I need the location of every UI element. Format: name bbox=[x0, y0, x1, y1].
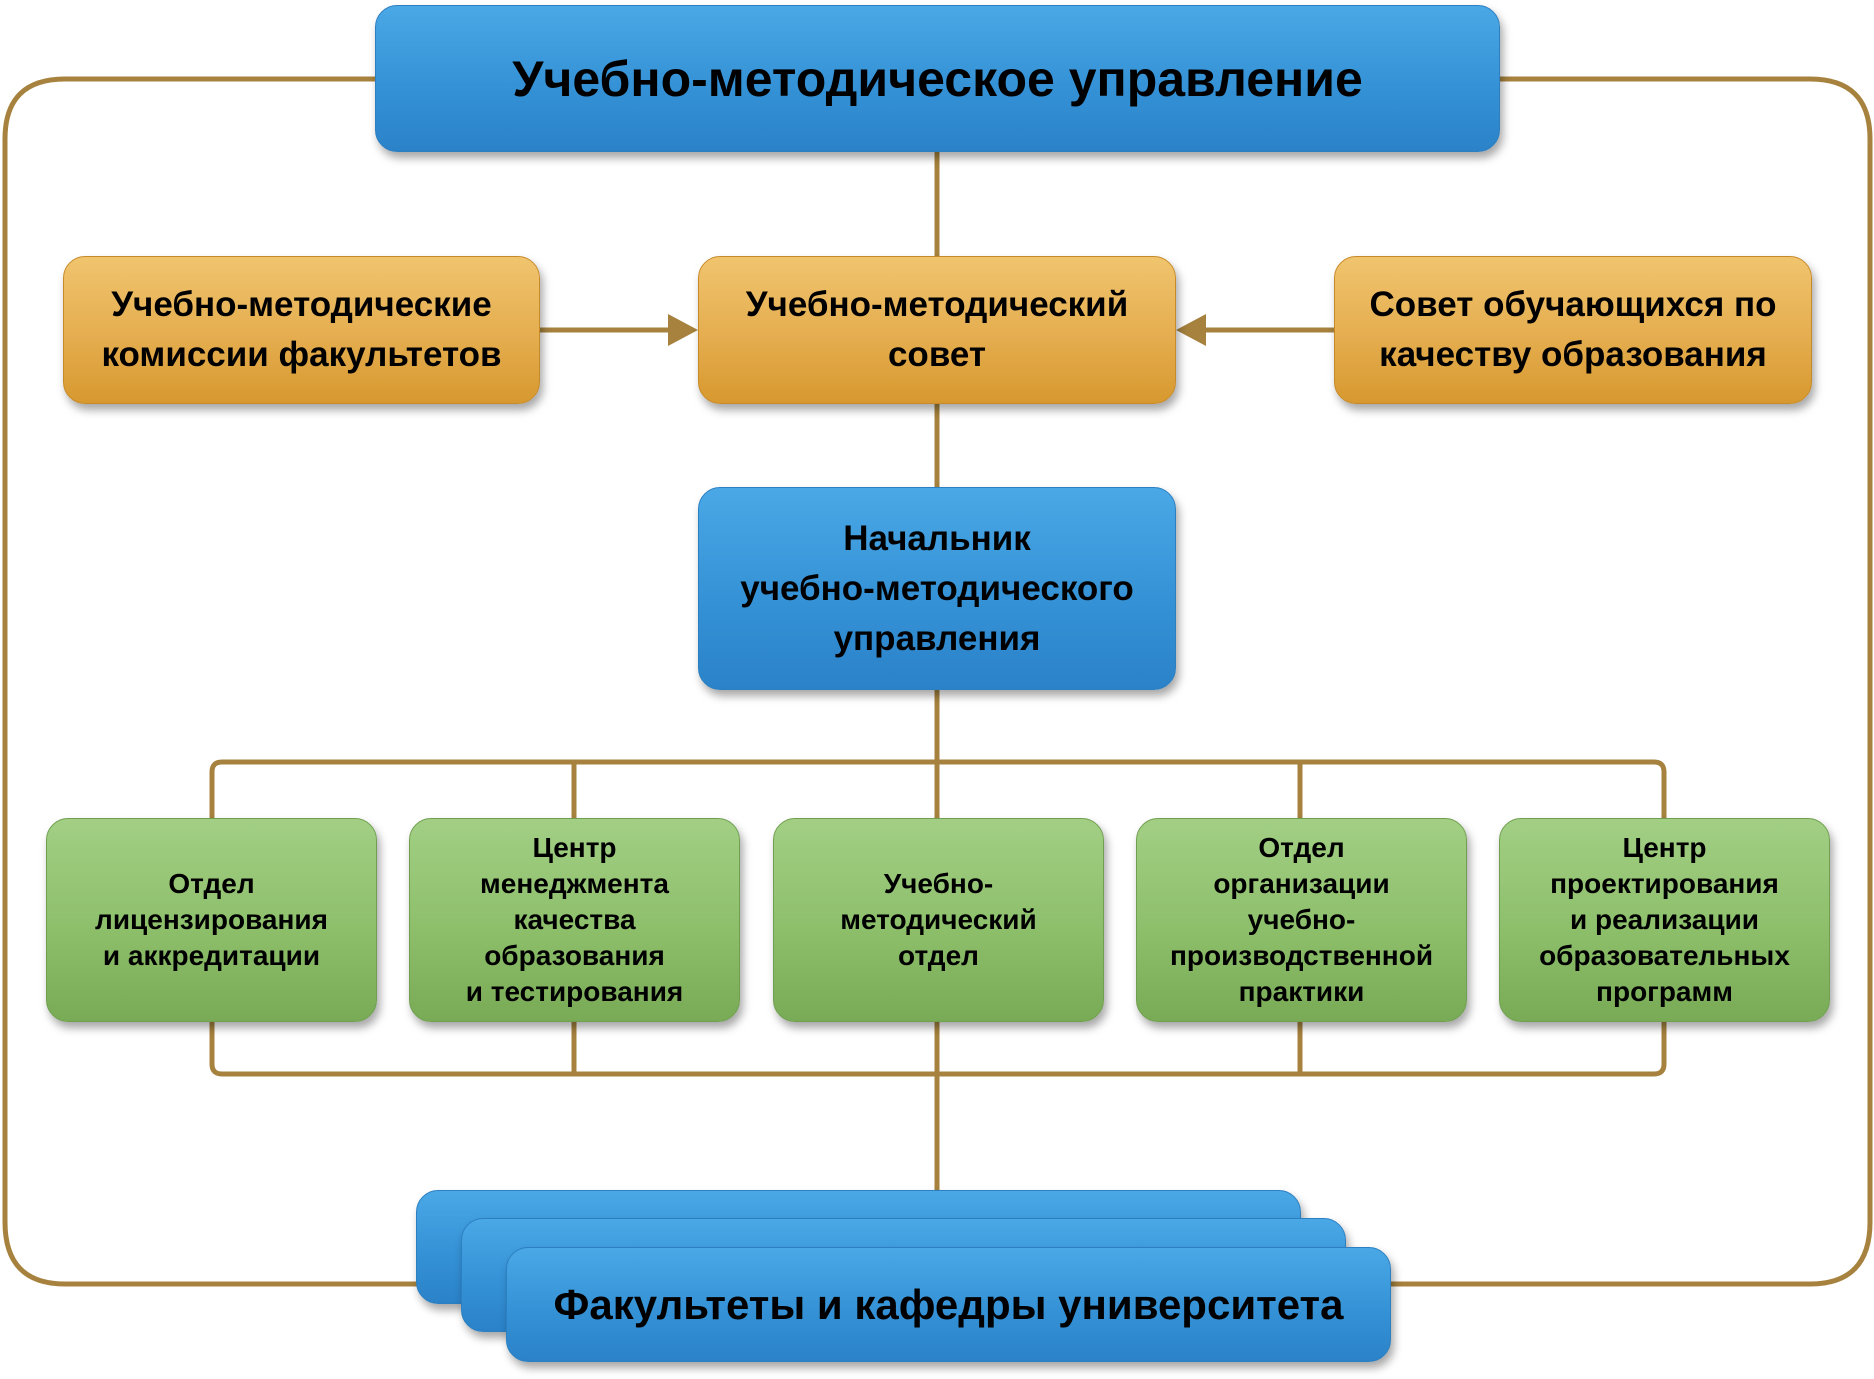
outer-loop-line bbox=[2, 76, 420, 1287]
top-management-title: Учебно-методическое управление bbox=[512, 50, 1363, 107]
outer-loop-line-right bbox=[1390, 76, 1873, 1287]
department-box: Учебно- методический отдел bbox=[773, 818, 1104, 1022]
department-licensing-label: Отдел лицензирования и аккредитации bbox=[95, 868, 328, 971]
department-box: Центр проектирования и реализации образо… bbox=[1499, 818, 1830, 1022]
faculties-box: Факультеты и кафедры университета bbox=[506, 1247, 1391, 1362]
department-top-bus bbox=[209, 759, 1667, 818]
department-quality-center-label: Центр менеджмента качества образования и… bbox=[465, 832, 684, 1007]
methodical-council-box: Учебно-методический совет bbox=[698, 256, 1176, 404]
department-programs-center-label: Центр проектирования и реализации образо… bbox=[1539, 832, 1790, 1007]
department-box: Отдел лицензирования и аккредитации bbox=[46, 818, 377, 1022]
students-council-label: Совет обучающихся по качеству образовани… bbox=[1369, 285, 1777, 374]
arrowhead-right-icon bbox=[668, 314, 698, 346]
department-practice-label: Отдел организации учебно- производственн… bbox=[1169, 832, 1434, 1007]
head-of-management-box: Начальник учебно-методического управлени… bbox=[698, 487, 1176, 690]
faculty-commissions-box: Учебно-методические комиссии факультетов bbox=[63, 256, 540, 404]
top-management-box: Учебно-методическое управление bbox=[375, 5, 1500, 152]
department-box: Центр менеджмента качества образования и… bbox=[409, 818, 740, 1022]
faculty-commissions-label: Учебно-методические комиссии факультетов bbox=[101, 285, 502, 374]
faculties-label: Факультеты и кафедры университета bbox=[553, 1280, 1344, 1328]
department-box: Отдел организации учебно- производственн… bbox=[1136, 818, 1467, 1022]
arrowhead-left-icon bbox=[1176, 314, 1206, 346]
students-council-box: Совет обучающихся по качеству образовани… bbox=[1334, 256, 1812, 404]
department-methodical-label: Учебно- методический отдел bbox=[840, 868, 1037, 971]
methodical-council-label: Учебно-методический совет bbox=[745, 285, 1129, 374]
head-of-management-label: Начальник учебно-методического управлени… bbox=[740, 518, 1134, 658]
